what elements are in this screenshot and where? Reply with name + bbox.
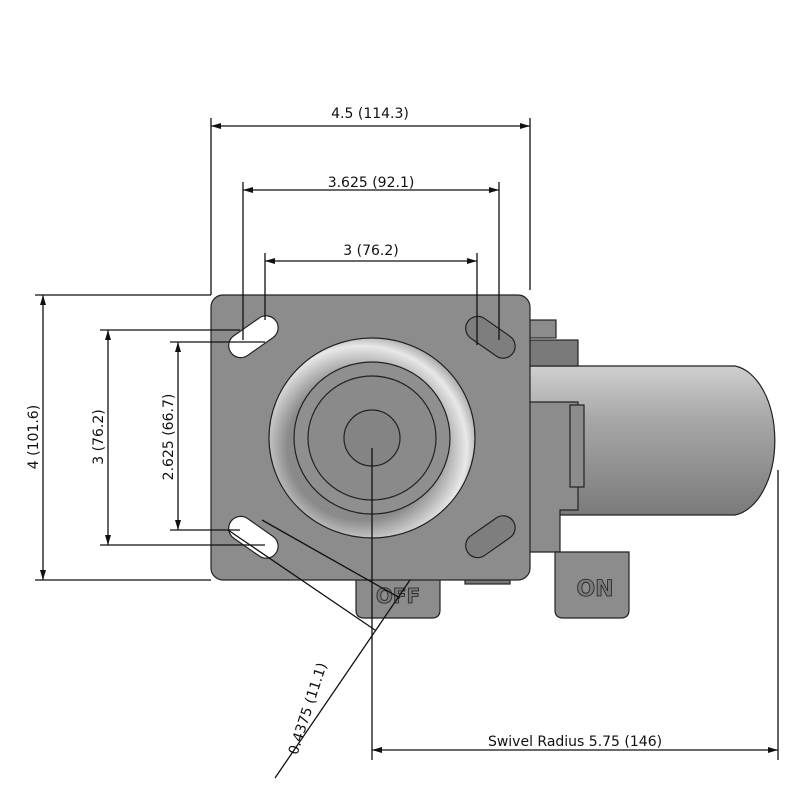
swivel-raceway — [268, 337, 476, 539]
brake-on-label: ON — [576, 577, 613, 602]
dim-swivel-radius: Swivel Radius 5.75 (146) — [488, 734, 662, 750]
brake-pedal-on: ON — [554, 551, 630, 619]
top-plate — [210, 294, 531, 581]
dim-hole-spacing-outer-y: 3 (76.2) — [91, 409, 107, 464]
dim-overall-width: 4.5 (114.3) — [331, 106, 409, 122]
dim-overall-height: 4 (101.6) — [26, 405, 42, 469]
mounting-slots — [228, 315, 516, 559]
dim-slot-width: 0.4375 (11.1) — [286, 661, 331, 757]
dim-hole-spacing-inner-x: 3 (76.2) — [343, 243, 398, 259]
dim-hole-spacing-outer-x: 3.625 (92.1) — [328, 175, 415, 191]
dimension-lines — [35, 118, 779, 779]
dim-hole-spacing-inner-y: 2.625 (66.7) — [161, 394, 177, 481]
